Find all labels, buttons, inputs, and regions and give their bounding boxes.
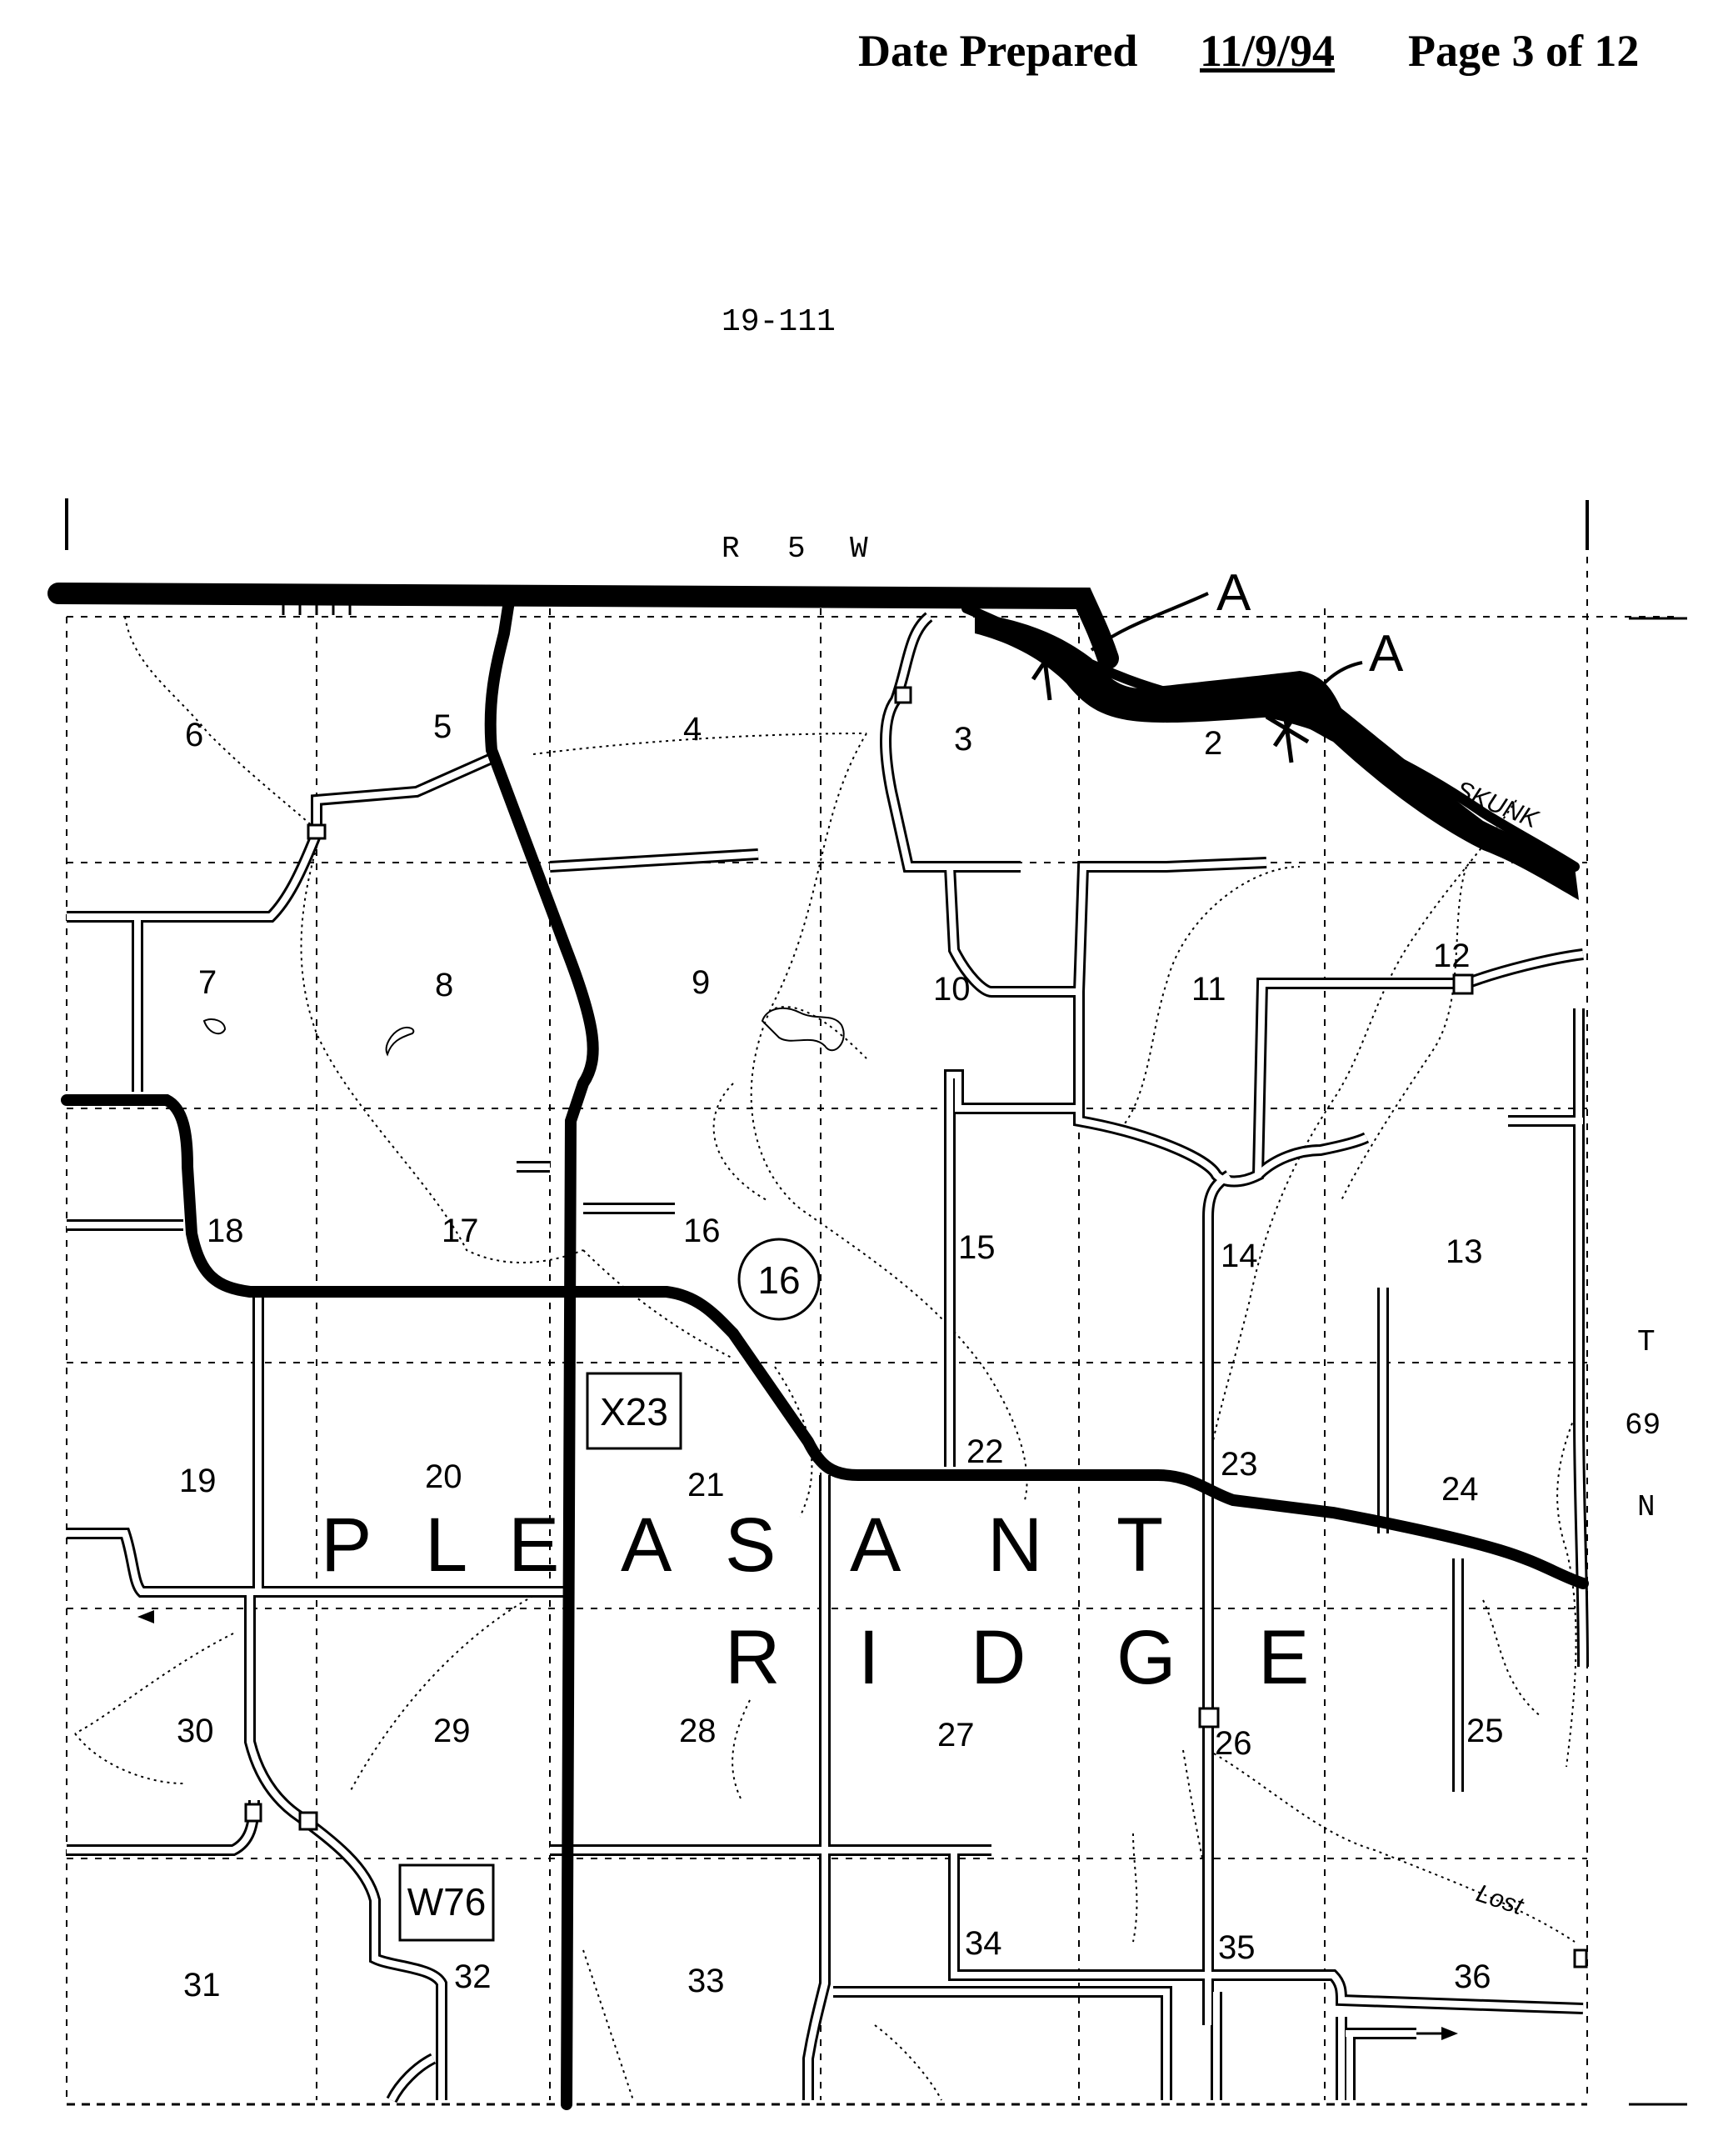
section-number: 11 <box>1191 971 1226 1008</box>
section-number: 31 <box>183 1967 221 2003</box>
section-number: 30 <box>177 1713 214 1749</box>
section-number: 22 <box>966 1433 1004 1470</box>
township-name: P L E A S A N T R I D G E <box>321 1503 1309 1700</box>
marker-leaders <box>1090 592 1363 700</box>
section-number: 33 <box>687 1963 725 1999</box>
township-n: N <box>1637 1490 1656 1524</box>
section-number: 24 <box>1441 1471 1479 1508</box>
route-shield-x23: X23 <box>586 1372 682 1450</box>
range-5: 5 <box>787 532 806 566</box>
highways <box>47 583 1589 2110</box>
shield-x23-label: X23 <box>600 1390 668 1433</box>
page-number: Page 3 of 12 <box>1408 26 1640 76</box>
map-code: 19-111 <box>722 304 836 340</box>
section-number: 8 <box>435 967 453 1003</box>
town-letter: D <box>971 1615 1026 1700</box>
section-number: 36 <box>1454 1958 1491 1995</box>
route-shield-16: 16 <box>737 1238 821 1321</box>
creek-label: Lost <box>1473 1879 1528 1920</box>
streams <box>74 616 1577 2101</box>
section-number: 29 <box>433 1713 471 1749</box>
route-shield-w76: W76 <box>398 1863 495 1942</box>
section-number: 26 <box>1215 1725 1252 1762</box>
marker-a-1: A <box>1216 564 1251 622</box>
section-number: 17 <box>442 1213 479 1249</box>
section-number: 12 <box>1433 938 1471 974</box>
section-number: 5 <box>433 708 452 745</box>
page-header: Date Prepared 11/9/94 Page 3 of 12 <box>858 25 1700 83</box>
ponds <box>202 1007 845 1057</box>
section-number: 4 <box>683 711 702 748</box>
section-grid <box>66 500 1679 2100</box>
section-number: 10 <box>933 971 971 1008</box>
section-number: 7 <box>198 964 217 1001</box>
section-number: 2 <box>1204 725 1222 762</box>
bridges <box>244 686 1588 1968</box>
township-69: 69 <box>1625 1408 1661 1443</box>
shield-16-label: 16 <box>757 1258 800 1302</box>
date-prepared-label: Date Prepared <box>858 26 1138 76</box>
top-edge-marks <box>282 604 352 615</box>
section-number: 27 <box>937 1717 975 1753</box>
section-number: 25 <box>1466 1713 1504 1749</box>
section-number: 19 <box>179 1463 217 1499</box>
township-t: T <box>1637 1325 1656 1359</box>
section-number: 15 <box>958 1229 996 1266</box>
section-number: 28 <box>679 1713 717 1749</box>
town-letter: L <box>425 1503 467 1588</box>
shield-w76-label: W76 <box>407 1880 487 1923</box>
town-letter: E <box>508 1503 559 1588</box>
section-number: 35 <box>1218 1929 1256 1966</box>
section-number: 9 <box>692 964 710 1001</box>
section-number: 3 <box>954 721 972 758</box>
section-number: 14 <box>1221 1238 1258 1274</box>
section-numbers: 6 5 4 3 2 7 8 9 10 11 12 18 17 16 15 14 … <box>177 708 1504 2003</box>
town-letter: N <box>987 1503 1042 1588</box>
section-number: 20 <box>425 1458 462 1495</box>
section-number: 23 <box>1221 1446 1258 1483</box>
town-letter: A <box>850 1503 901 1588</box>
range-w: W <box>850 532 868 566</box>
section-number: 16 <box>683 1213 721 1249</box>
section-number: 13 <box>1446 1233 1483 1270</box>
marker-a-2: A <box>1369 625 1404 683</box>
town-letter: I <box>858 1615 880 1700</box>
town-letter: S <box>725 1503 776 1588</box>
date-prepared-value: 11/9/94 <box>1200 26 1336 76</box>
crossing-marks <box>1023 633 1310 763</box>
town-letter: G <box>1116 1615 1176 1700</box>
local-roads <box>67 612 1589 2103</box>
town-letter: E <box>1258 1615 1309 1700</box>
town-letter: A <box>621 1503 672 1588</box>
section-number: 6 <box>185 717 203 753</box>
section-number: 32 <box>454 1958 492 1995</box>
arrow-right-icon <box>1441 2027 1458 2040</box>
section-number: 21 <box>687 1467 725 1503</box>
range-r: R <box>722 532 740 566</box>
town-letter: P <box>321 1503 372 1588</box>
arrow-left-icon <box>137 1610 154 1623</box>
section-number: 34 <box>965 1925 1002 1962</box>
town-letter: R <box>725 1615 780 1700</box>
town-letter: T <box>1116 1503 1163 1588</box>
section-number: 18 <box>207 1213 244 1249</box>
